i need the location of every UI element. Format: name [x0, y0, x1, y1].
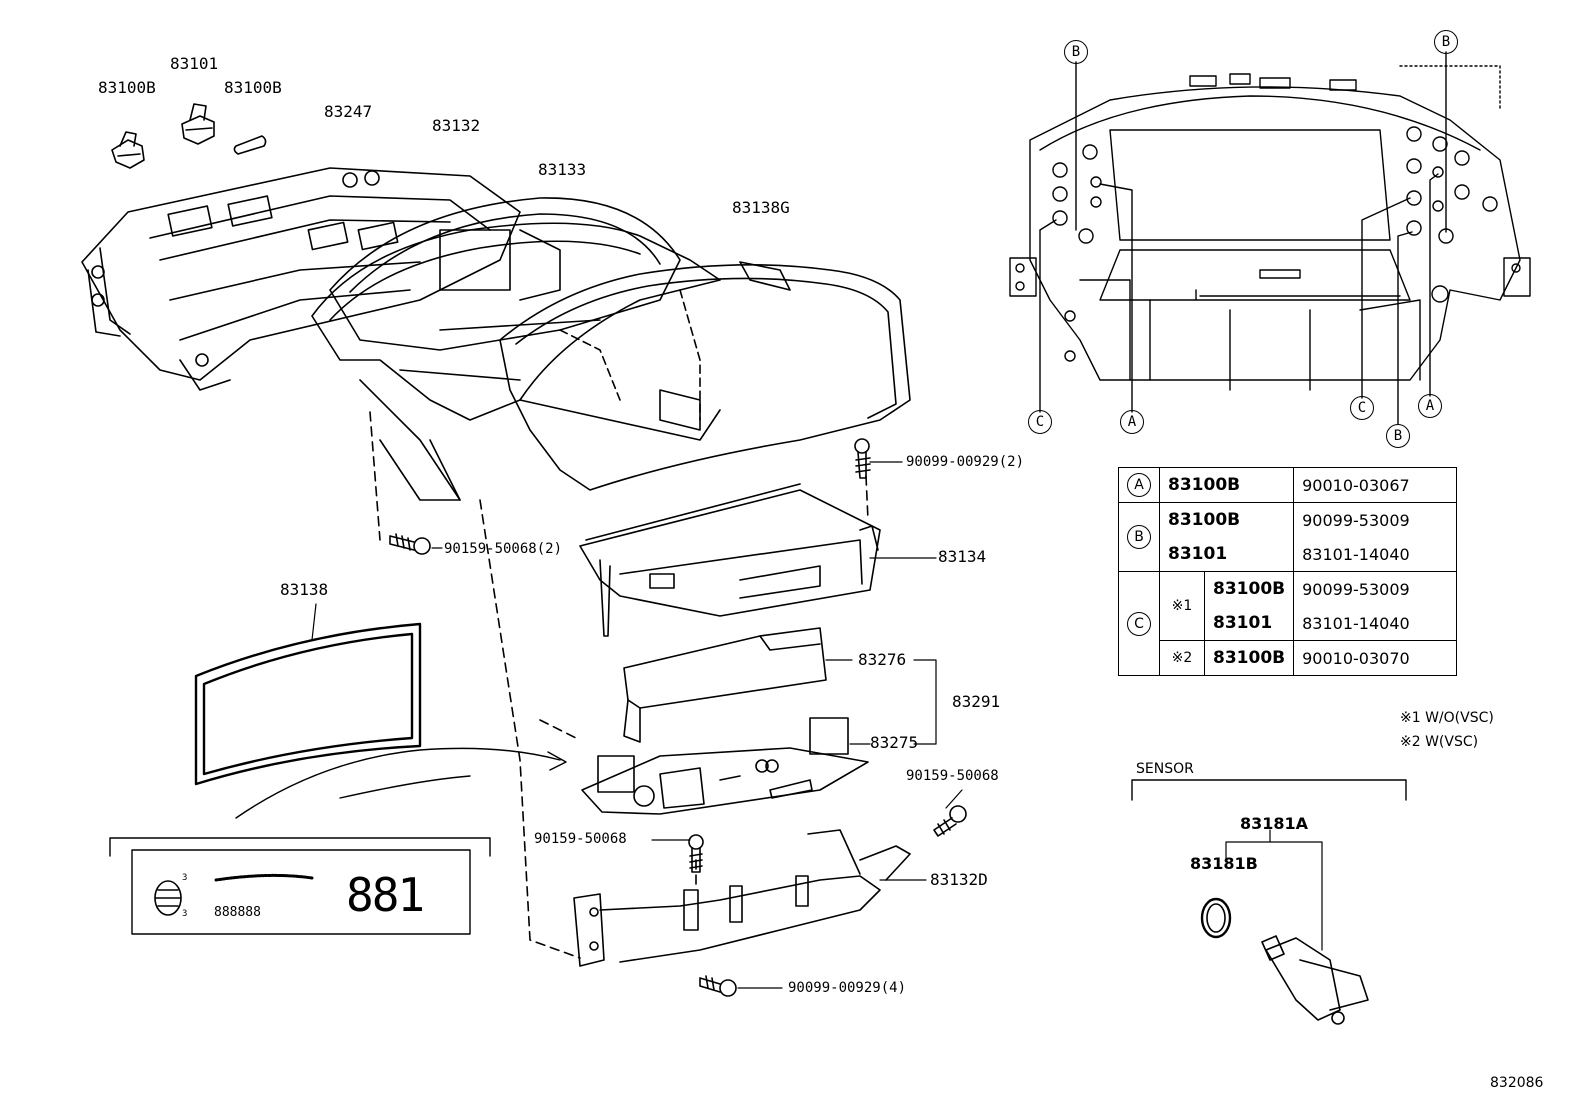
table-part-cell: 83100B: [1203, 571, 1295, 606]
display-inset: [109, 837, 491, 935]
table-sub-cell: ※2: [1159, 640, 1205, 676]
table-key-cell: A: [1118, 467, 1160, 503]
table-part-cell: 83100B: [1158, 502, 1295, 537]
screw-90099-00929-bottom: [699, 975, 737, 997]
callout-bottom-c1: C: [1028, 410, 1052, 434]
table-number-cell: 90099-53009: [1293, 571, 1458, 606]
label-screw-left: 90159-50068(2): [444, 541, 563, 557]
bulb-83100B-right: [233, 135, 267, 155]
table-row: ※2 83100B 90010-03070: [1119, 640, 1458, 676]
table-sub-cell: ※1: [1159, 571, 1205, 641]
callout-bottom-a1: A: [1120, 410, 1144, 434]
label-83291: 83291: [952, 692, 1001, 711]
label-83276: 83276: [858, 650, 907, 669]
socket-83101: [181, 103, 215, 145]
lens-83138G: [499, 261, 911, 491]
table-part-cell: 83101: [1158, 537, 1295, 572]
leader-lines: [311, 461, 963, 989]
label-83101: 83101: [170, 54, 219, 73]
label-83181B: 83181B: [1190, 854, 1258, 873]
label-83247: 83247: [324, 102, 373, 121]
meter-housing-83247: [81, 167, 521, 391]
label-83100B-right: 83100B: [224, 78, 282, 97]
circuit-board-83275: [581, 717, 869, 815]
display-small-b: 3: [182, 909, 188, 919]
label-screw-right: 90159-50068: [906, 768, 999, 784]
key-c: C: [1127, 611, 1151, 636]
screw-90159-50068-left: [389, 533, 431, 555]
table-row: B 83100B 90099-53009: [1118, 502, 1458, 572]
bulb-reference-table: A 83100B 90010-03067 B 83100B 90099-5300…: [1118, 467, 1458, 676]
table-row: C ※1 83100B 90099-53009: [1118, 571, 1458, 676]
table-number-cell: 90010-03067: [1293, 467, 1458, 503]
assembly-guide-lines: [369, 411, 869, 959]
label-sensor: SENSOR: [1136, 761, 1194, 777]
diagram-number: 832086: [1490, 1075, 1544, 1091]
rear-view-diagram: [1009, 51, 1531, 425]
label-83132D: 83132D: [930, 870, 988, 889]
bracket-83132D: [573, 829, 911, 967]
speed-sensor: [1131, 779, 1407, 1025]
lens-83138: [194, 622, 422, 786]
table-row: 83101 83101-14040: [1119, 537, 1458, 572]
swoop-arrows: [235, 747, 567, 819]
display-small-a: 3: [182, 873, 188, 883]
screw-90099-00929-top: [854, 438, 871, 479]
table-part-cell: 83100B: [1203, 640, 1295, 676]
key-a: A: [1127, 473, 1151, 497]
key-b: B: [1127, 525, 1151, 549]
socket-83100B-left: [111, 131, 145, 169]
label-83181A: 83181A: [1240, 814, 1309, 833]
screw-90159-50068-right: [933, 805, 967, 837]
callout-bottom-a2: A: [1418, 394, 1442, 418]
callout-bottom-c2: C: [1350, 396, 1374, 420]
bezel-83132: [329, 197, 681, 351]
frame-83133: [311, 222, 721, 501]
callout-top-right: B: [1434, 30, 1458, 54]
label-83138G: 83138G: [732, 198, 790, 217]
table-key-cell: C: [1118, 571, 1160, 676]
label-83134: 83134: [938, 547, 987, 566]
callout-bottom-b: B: [1386, 424, 1410, 448]
table-number-cell: 90010-03070: [1293, 640, 1458, 676]
callout-top-left: B: [1064, 40, 1088, 64]
label-83138: 83138: [280, 580, 329, 599]
table-part-cell: 83101: [1203, 606, 1295, 641]
note-2: ※2 W(VSC): [1400, 734, 1479, 750]
label-screw-bottom: 90099-00929(4): [788, 980, 907, 996]
table-part-cell: 83100B: [1158, 467, 1295, 503]
label-83133: 83133: [538, 160, 587, 179]
table-row: 83101 83101-14040: [1119, 606, 1458, 641]
plate-83134: [579, 483, 881, 637]
screw-90159-50068-mid: [688, 834, 704, 873]
table-number-cell: 83101-14040: [1293, 537, 1458, 572]
reflector-83276: [623, 627, 827, 743]
note-1: ※1 W/O(VSC): [1400, 710, 1494, 726]
label-screw-top: 90099-00929(2): [906, 454, 1025, 470]
table-number-cell: 90099-53009: [1293, 502, 1458, 537]
label-83132: 83132: [432, 116, 481, 135]
label-screw-mid: 90159-50068: [534, 831, 627, 847]
table-row: A 83100B 90010-03067: [1118, 467, 1458, 503]
label-83275: 83275: [870, 733, 919, 752]
table-key-cell: B: [1118, 502, 1160, 572]
label-83100B-left: 83100B: [98, 78, 156, 97]
display-odometer: 888888: [214, 905, 261, 920]
display-big-digits: 881: [346, 868, 425, 922]
table-number-cell: 83101-14040: [1293, 606, 1458, 641]
